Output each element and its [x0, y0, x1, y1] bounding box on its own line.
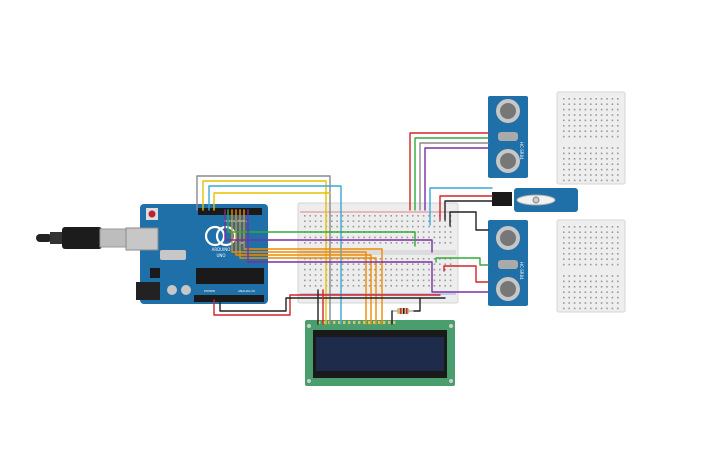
atmega-chip — [196, 268, 264, 284]
wire-green[interactable] — [414, 137, 489, 211]
lcd-pin[interactable] — [393, 321, 396, 324]
crystal — [160, 250, 186, 260]
lcd-pin[interactable] — [378, 321, 381, 324]
analog-label: ANALOG IN — [238, 289, 255, 293]
wire-purple[interactable] — [224, 209, 433, 253]
lcd-16x2-module[interactable] — [305, 320, 455, 386]
sensor-top-model-label: HC-SR04 — [519, 142, 524, 160]
mini-breadboard-bottom[interactable] — [556, 219, 626, 313]
ultrasonic-sensor-top[interactable]: HC-SR04 — [488, 96, 528, 178]
arduino-uno-board[interactable]: ARDUINO UNO POWER ANALOG IN DIGITAL (PWM… — [125, 204, 268, 304]
usb-cable-icon[interactable] — [36, 227, 127, 249]
on-led-label: ON — [240, 241, 245, 245]
lcd-pin[interactable] — [358, 321, 361, 324]
wire-red[interactable] — [213, 294, 441, 316]
wire-black[interactable] — [449, 211, 489, 231]
lcd-pin[interactable] — [348, 321, 351, 324]
wire-purple[interactable] — [424, 147, 489, 211]
lcd-pin[interactable] — [373, 321, 376, 324]
wire-red[interactable] — [409, 132, 489, 211]
lcd-pin[interactable] — [338, 321, 341, 324]
lcd-pin[interactable] — [363, 321, 366, 324]
sensor-bottom-model-label: HC-SR04 — [519, 262, 524, 280]
lcd-pin[interactable] — [318, 321, 321, 324]
lcd-pin[interactable] — [368, 321, 371, 324]
lcd-pin[interactable] — [353, 321, 356, 324]
wire-black[interactable] — [444, 200, 493, 221]
wire-gray[interactable] — [419, 142, 489, 211]
wire-black[interactable] — [219, 297, 446, 312]
wire-black[interactable] — [413, 297, 421, 312]
servo-icon[interactable] — [492, 188, 578, 212]
lcd-pin[interactable] — [343, 321, 346, 324]
wire-gray[interactable] — [196, 175, 331, 325]
lcd-pin[interactable] — [333, 321, 336, 324]
arduino-model-label: UNO — [216, 253, 225, 258]
wire-yellow[interactable] — [213, 192, 331, 211]
resistor-icon[interactable] — [392, 308, 414, 314]
mini-breadboard-top[interactable] — [556, 91, 626, 185]
main-breadboard[interactable] — [297, 202, 459, 304]
lcd-pin[interactable] — [388, 321, 391, 324]
power-label: POWER — [204, 289, 215, 293]
lcd-pin[interactable] — [328, 321, 331, 324]
wire-orange[interactable] — [239, 209, 377, 325]
wire-red[interactable] — [443, 265, 489, 283]
power-analog-header[interactable] — [194, 295, 264, 302]
wire-green[interactable] — [227, 209, 416, 247]
wire-blue[interactable] — [429, 187, 493, 226]
wire-red[interactable] — [439, 195, 493, 221]
lcd-screen — [316, 337, 444, 371]
lcd-pin[interactable] — [383, 321, 386, 324]
wire-orange[interactable] — [243, 209, 383, 325]
arduino-logo-icon — [204, 225, 226, 247]
wire-purple[interactable] — [247, 209, 489, 293]
wire-green[interactable] — [435, 257, 489, 266]
arduino-brand-label: ARDUINO — [212, 247, 231, 252]
digital-header[interactable] — [198, 208, 262, 215]
wire-orange[interactable] — [231, 209, 367, 325]
lcd-pin[interactable] — [323, 321, 326, 324]
ultrasonic-sensor-bottom[interactable]: HC-SR04 — [488, 220, 528, 306]
